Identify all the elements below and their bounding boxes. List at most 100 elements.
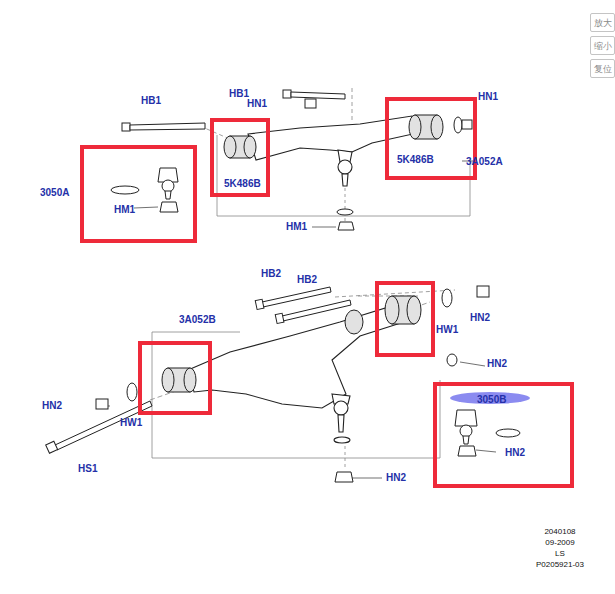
button-label: 复位 bbox=[594, 64, 612, 74]
callout-code: HB1 bbox=[141, 95, 161, 106]
ball-joint bbox=[496, 429, 520, 437]
callout-code: HW1 bbox=[120, 417, 142, 428]
callout-code: 3A052B bbox=[179, 314, 216, 325]
reference-code: 2040108 bbox=[544, 527, 575, 536]
upper-control-arm bbox=[342, 174, 348, 186]
ball-joint bbox=[460, 425, 472, 437]
upper-control-arm bbox=[338, 160, 352, 174]
lower-control-arm bbox=[188, 306, 404, 443]
lower-control-arm bbox=[334, 437, 350, 443]
part-code: 5K486B bbox=[224, 178, 261, 189]
nut-washer bbox=[477, 286, 489, 297]
nut-washer bbox=[96, 286, 489, 482]
bolt bbox=[130, 123, 205, 130]
highlight-box bbox=[140, 283, 433, 413]
part-code: 5K486B bbox=[397, 154, 434, 165]
leader-line bbox=[476, 450, 496, 452]
bushing bbox=[431, 115, 443, 139]
bolt bbox=[255, 299, 264, 309]
callout-code: HN1 bbox=[247, 98, 267, 109]
bushing bbox=[385, 296, 399, 324]
group-frame bbox=[352, 88, 353, 120]
nut-washer bbox=[454, 117, 462, 133]
group-frame bbox=[152, 332, 240, 333]
reference-code: 09-2009 bbox=[545, 538, 574, 547]
nut-washer bbox=[305, 99, 316, 108]
ball-joint bbox=[463, 436, 469, 444]
highlight-box: 5K486B bbox=[385, 97, 477, 180]
group-frame bbox=[345, 188, 346, 222]
nut-washer bbox=[447, 354, 457, 366]
callout-code: HB2 bbox=[261, 268, 281, 279]
reference-code: LS bbox=[555, 549, 565, 558]
callout-code: HB2 bbox=[297, 274, 317, 285]
callout-code: HS1 bbox=[78, 463, 97, 474]
leader-line bbox=[352, 478, 382, 479]
ball-joint bbox=[111, 186, 139, 194]
lower-control-arm bbox=[338, 415, 344, 432]
ball-joint bbox=[160, 202, 178, 212]
highlight-box bbox=[377, 283, 433, 355]
callout-code: HB1 bbox=[229, 88, 249, 99]
ball-joint bbox=[450, 392, 530, 404]
bolt bbox=[282, 300, 351, 321]
nut-washer bbox=[462, 120, 472, 129]
bolt bbox=[275, 313, 284, 323]
nut-washer bbox=[337, 209, 353, 215]
highlight-box: HM1 bbox=[80, 145, 197, 243]
toolbar-button: 复位 bbox=[590, 59, 615, 78]
toolbar-button: 缩小 bbox=[590, 36, 615, 55]
ball-joint bbox=[450, 392, 530, 456]
bushing bbox=[184, 368, 196, 392]
bolt bbox=[283, 90, 291, 98]
bushing bbox=[407, 296, 421, 324]
bolt bbox=[262, 287, 331, 307]
leader-line bbox=[312, 227, 336, 228]
ball-joint bbox=[458, 446, 476, 456]
reference-code: P0205921-03 bbox=[536, 560, 584, 569]
bolt bbox=[291, 92, 345, 99]
nut-washer bbox=[96, 399, 108, 409]
callout-code: HN2 bbox=[42, 400, 62, 411]
nut-washer bbox=[127, 383, 137, 401]
callout-code: 3A052A bbox=[466, 156, 503, 167]
bushing bbox=[409, 115, 421, 139]
callout-code: HN2 bbox=[487, 358, 507, 369]
bushing bbox=[345, 310, 363, 334]
group-frame bbox=[345, 440, 346, 468]
upper-control-arm bbox=[248, 116, 422, 186]
bushing bbox=[162, 368, 174, 392]
button-label: 缩小 bbox=[594, 41, 612, 51]
part-code: HM1 bbox=[114, 204, 135, 215]
ball-joint bbox=[162, 180, 174, 192]
upper-control-arm bbox=[248, 116, 422, 160]
bolt bbox=[122, 123, 130, 131]
callout-code: HN1 bbox=[478, 91, 498, 102]
callout-code: HW1 bbox=[436, 324, 458, 335]
toolbar-button: 放大 bbox=[590, 13, 615, 32]
lower-control-arm bbox=[188, 306, 404, 408]
part-code: HN2 bbox=[505, 447, 525, 458]
highlight-box: 5K486B bbox=[210, 118, 270, 197]
callout-code: HN2 bbox=[470, 312, 490, 323]
ball-joint bbox=[165, 191, 171, 199]
nut-washer bbox=[335, 472, 353, 482]
button-label: 放大 bbox=[594, 18, 612, 28]
bolt bbox=[46, 441, 58, 453]
highlight-box: 3050B HN2 bbox=[433, 382, 574, 488]
nut-washer bbox=[338, 222, 354, 230]
leader-line bbox=[134, 207, 158, 208]
bushing bbox=[224, 136, 236, 158]
callout-code: HN2 bbox=[386, 472, 406, 483]
nut-washer bbox=[442, 289, 452, 307]
callout-code: 3050A bbox=[40, 187, 69, 198]
lower-control-arm bbox=[334, 401, 348, 415]
highlight-box bbox=[140, 343, 210, 413]
callout-code: HM1 bbox=[286, 221, 307, 232]
leader-line bbox=[460, 362, 485, 366]
part-code: 3050B bbox=[477, 394, 506, 405]
bushing bbox=[244, 136, 256, 158]
